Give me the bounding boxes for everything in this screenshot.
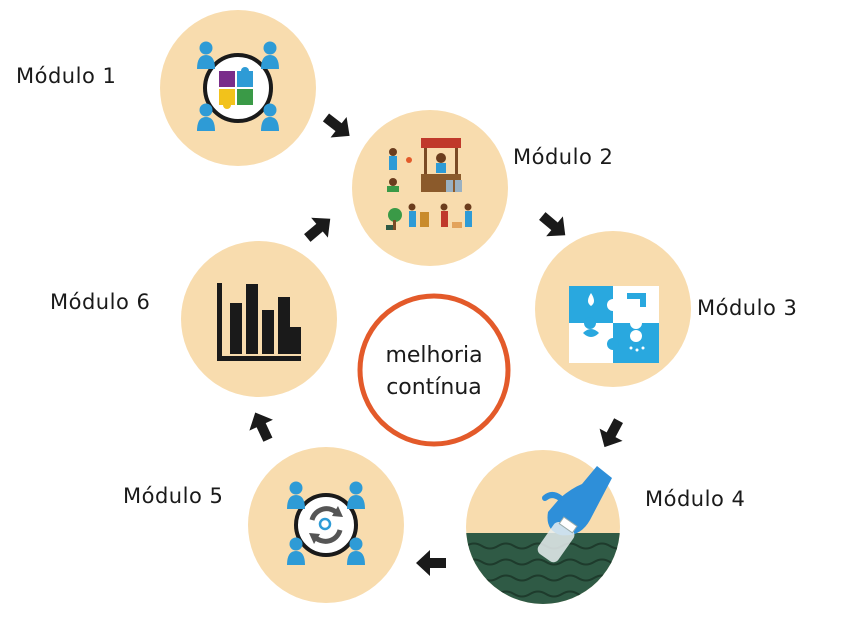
arrow-1-to-2 — [322, 113, 350, 138]
center-line-1: melhoria — [385, 343, 483, 368]
team-puzzle-icon — [197, 41, 279, 131]
module-1-label: Módulo 1 — [16, 64, 117, 88]
module-2-label: Módulo 2 — [513, 145, 614, 169]
center-text: melhoria contínua — [354, 340, 514, 404]
market-community-icon — [386, 138, 472, 230]
water-sampling-icon — [537, 466, 612, 563]
center-line-2: contínua — [386, 375, 482, 400]
module-3-label: Módulo 3 — [697, 296, 798, 320]
arrow-3-to-4 — [599, 418, 623, 448]
module-6-label: Módulo 6 — [50, 290, 151, 314]
water-puzzle-icon — [569, 286, 659, 363]
team-review-icon — [287, 481, 365, 565]
bar-chart-icon — [217, 283, 301, 361]
module-4-label: Módulo 4 — [645, 487, 746, 511]
module-6-circle — [181, 241, 337, 397]
arrow-2-to-3 — [539, 212, 566, 237]
arrow-6-to-2 — [304, 217, 331, 242]
arrow-5-to-6 — [249, 412, 273, 442]
arrow-4-to-5 — [416, 550, 446, 576]
module-5-label: Módulo 5 — [123, 484, 224, 508]
center-ring — [357, 293, 511, 447]
